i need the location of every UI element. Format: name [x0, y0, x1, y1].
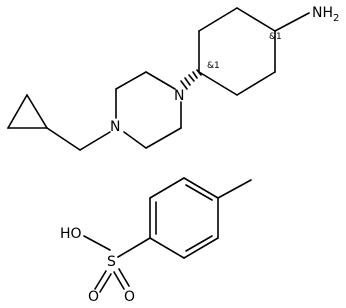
bond [236, 7, 276, 32]
double-bond [99, 273, 112, 293]
stereo-label-lower: &1 [207, 61, 220, 71]
bond [7, 94, 28, 129]
double-bond [118, 268, 130, 287]
bond [83, 235, 111, 251]
amine-label: NH2 [312, 5, 339, 24]
bond [145, 127, 182, 149]
oxygen-left-label: O [88, 289, 99, 305]
bond [198, 71, 238, 96]
bond-methyl [217, 179, 252, 199]
bond [145, 71, 176, 90]
bond [198, 7, 238, 32]
bond [115, 71, 147, 90]
double-bond [94, 270, 107, 290]
double-bond [113, 271, 125, 290]
hash-line [192, 71, 198, 79]
bond [149, 177, 185, 199]
cyclohexane-ring [198, 7, 276, 96]
bond [79, 131, 111, 151]
bond [46, 127, 81, 151]
hashed-wedge-bond [180, 69, 202, 90]
double-bond [185, 184, 213, 201]
hash-line [188, 74, 195, 82]
sulfur-label: S [107, 254, 116, 270]
toluene-ring [149, 177, 219, 259]
bond [183, 177, 219, 199]
oxygen-right-label: O [124, 289, 135, 305]
double-bond [185, 235, 213, 252]
cyclopropylmethyl-group [7, 94, 111, 151]
bond [123, 131, 147, 149]
bond [117, 237, 151, 258]
hash-line [180, 80, 188, 90]
stereo-label-upper: &1 [269, 32, 282, 42]
bond [149, 237, 185, 259]
piperazine-ring [115, 71, 182, 149]
hash-line [184, 77, 191, 86]
hash-line [196, 69, 202, 76]
piperazine-n-lower-label: N [110, 119, 120, 135]
bond-amine [274, 12, 310, 32]
hydroxyl-label: HO [60, 226, 82, 242]
bond [236, 71, 276, 96]
piperazine-n-upper-label: N [174, 88, 184, 104]
bond [26, 94, 48, 129]
sulfonic-acid-group [83, 235, 151, 293]
bond [183, 237, 219, 259]
